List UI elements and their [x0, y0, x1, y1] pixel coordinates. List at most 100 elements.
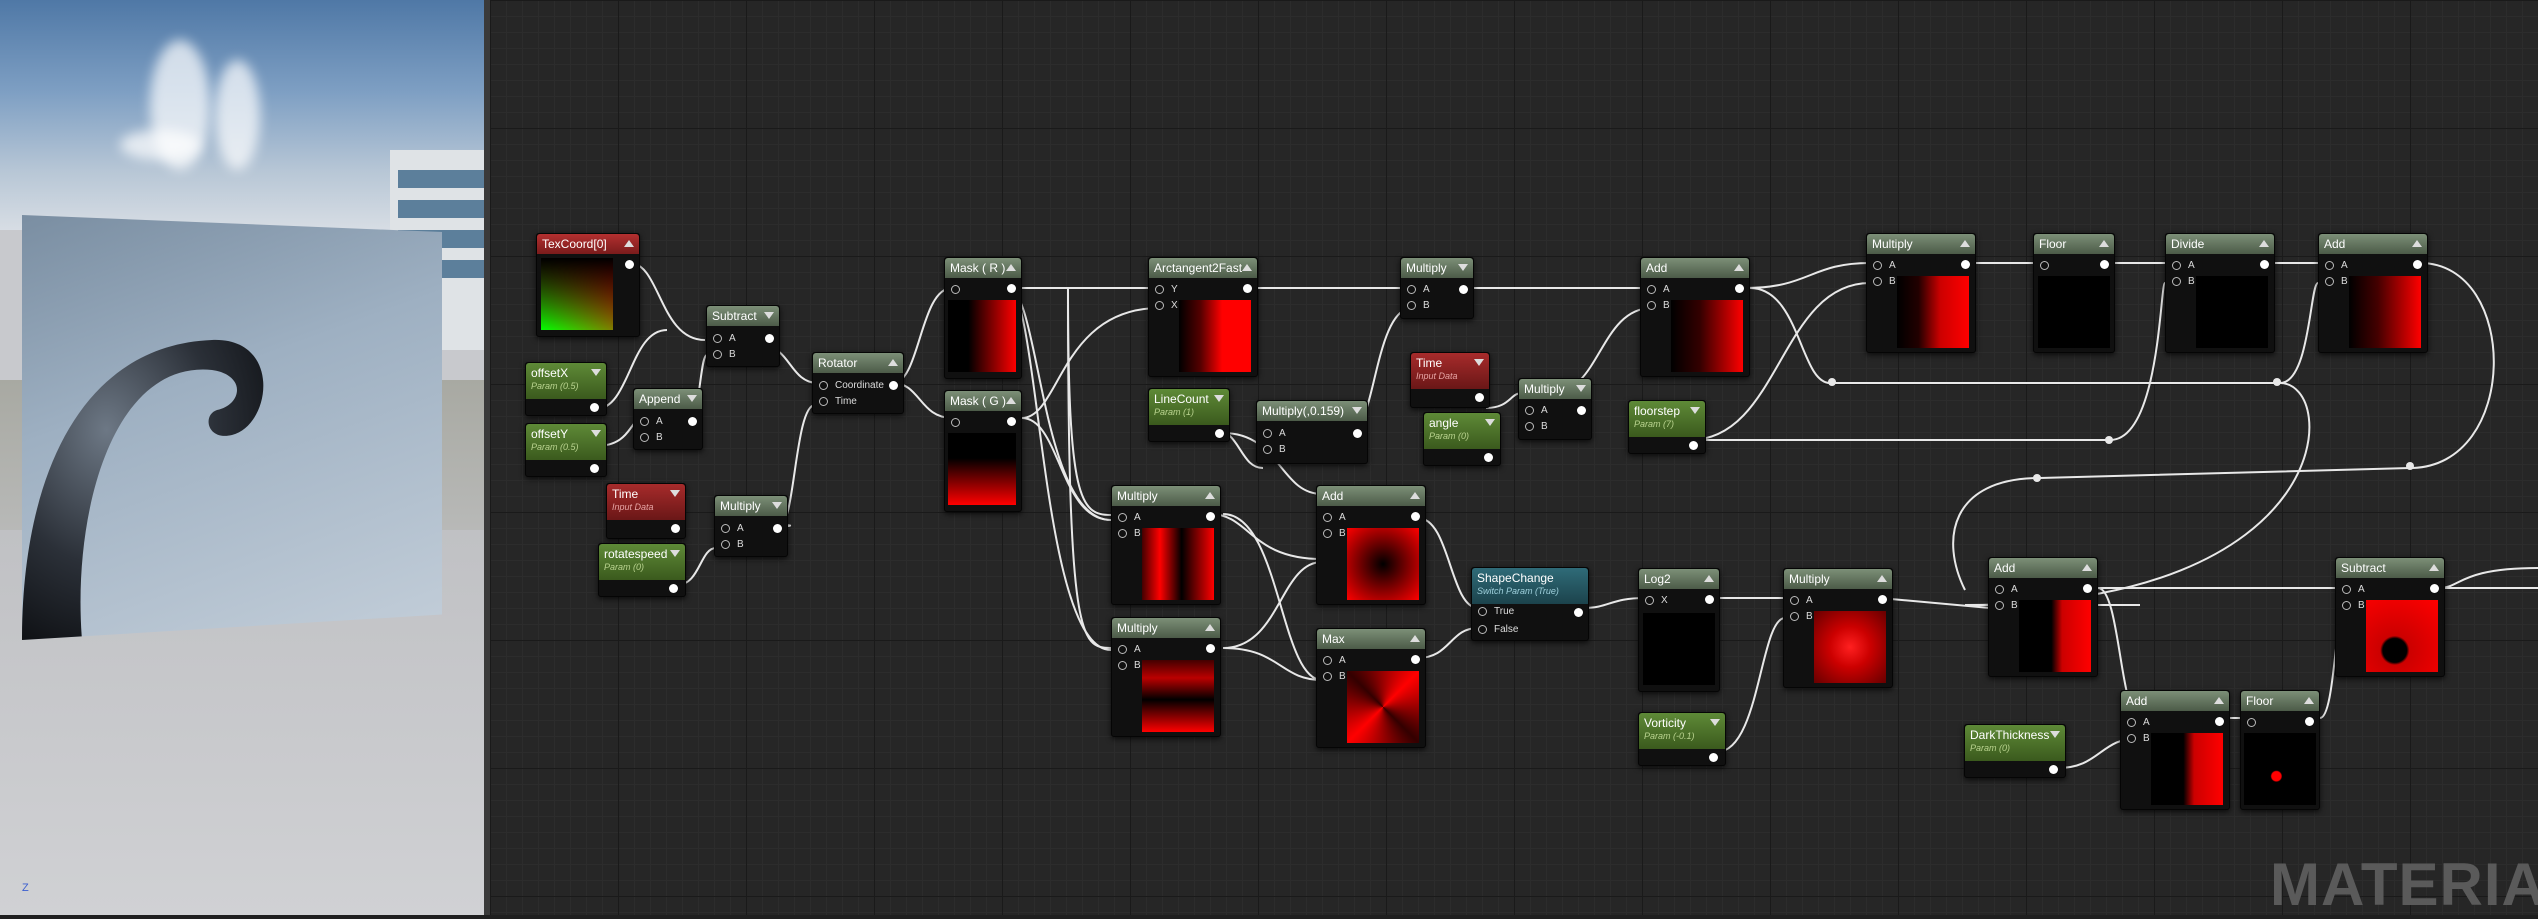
node-header[interactable]: Subtract — [707, 306, 779, 326]
node-texcoord[interactable]: TexCoord[0] — [536, 233, 640, 337]
output-pin[interactable] — [1206, 644, 1215, 653]
node-header[interactable]: Multiply — [715, 496, 787, 516]
input-pin[interactable] — [1790, 595, 1799, 605]
node-header[interactable]: Arctangent2Fast — [1149, 258, 1257, 278]
output-pin[interactable] — [2215, 717, 2224, 726]
collapse-arrow-icon[interactable] — [2412, 240, 2422, 247]
output-pin[interactable] — [1459, 285, 1468, 294]
node-subtract[interactable]: Subtract A B — [706, 305, 780, 367]
output-pin[interactable] — [2413, 260, 2422, 269]
node-header[interactable]: Floor — [2034, 234, 2114, 254]
input-pin[interactable] — [1790, 611, 1799, 621]
node-append[interactable]: Append A B — [633, 388, 703, 450]
output-pin[interactable] — [590, 464, 599, 473]
node-multiply[interactable]: Multiply A B — [1866, 233, 1976, 353]
collapse-arrow-icon[interactable] — [1458, 264, 1468, 271]
input-pin[interactable] — [2247, 717, 2256, 727]
node-add[interactable]: Add A B — [1988, 557, 2098, 677]
preview-viewport[interactable]: Z — [0, 0, 484, 915]
node-mask-g[interactable]: Mask ( G ) — [944, 390, 1022, 512]
node-header[interactable]: Add — [1989, 558, 2097, 578]
input-pin[interactable] — [1118, 528, 1127, 538]
input-pin[interactable] — [1118, 644, 1127, 654]
output-pin[interactable] — [889, 381, 898, 390]
node-header[interactable]: Max — [1317, 629, 1425, 649]
node-header[interactable]: Multiply — [1784, 569, 1892, 589]
node-multiply[interactable]: Multiply A B — [1518, 378, 1592, 440]
node-header[interactable]: Subtract — [2336, 558, 2444, 578]
node-multiply[interactable]: Multiply A B — [1111, 485, 1221, 605]
input-pin[interactable] — [2325, 276, 2334, 286]
output-pin[interactable] — [1215, 429, 1224, 438]
input-pin[interactable] — [1478, 606, 1487, 616]
input-pin[interactable] — [1263, 428, 1272, 438]
node-header[interactable]: Add — [1317, 486, 1425, 506]
collapse-arrow-icon[interactable] — [2214, 697, 2224, 704]
output-pin[interactable] — [1243, 284, 1252, 293]
output-pin[interactable] — [590, 403, 599, 412]
input-pin[interactable] — [1525, 421, 1534, 431]
node-multiply[interactable]: Multiply A B — [714, 495, 788, 557]
node-header[interactable]: Append — [634, 389, 702, 409]
input-pin[interactable] — [819, 380, 828, 390]
input-pin[interactable] — [1995, 600, 2004, 610]
input-pin[interactable] — [1323, 512, 1332, 522]
node-header[interactable]: Log2 — [1639, 569, 1719, 589]
output-pin[interactable] — [2260, 260, 2269, 269]
input-pin[interactable] — [1478, 624, 1487, 634]
collapse-arrow-icon[interactable] — [591, 369, 601, 376]
node-arctangent2fast[interactable]: Arctangent2Fast Y X — [1148, 257, 1258, 377]
input-pin[interactable] — [721, 523, 730, 533]
output-pin[interactable] — [1735, 284, 1744, 293]
collapse-arrow-icon[interactable] — [2429, 564, 2439, 571]
output-pin[interactable] — [2100, 260, 2109, 269]
input-pin[interactable] — [2325, 260, 2334, 270]
output-pin[interactable] — [2049, 765, 2058, 774]
node-add[interactable]: Add A B — [2318, 233, 2428, 353]
material-graph-canvas[interactable] — [490, 0, 2538, 915]
input-pin[interactable] — [1995, 584, 2004, 594]
output-pin[interactable] — [1689, 441, 1698, 450]
collapse-arrow-icon[interactable] — [670, 550, 680, 557]
input-pin[interactable] — [1323, 528, 1332, 538]
collapse-arrow-icon[interactable] — [1205, 624, 1215, 631]
collapse-arrow-icon[interactable] — [1485, 419, 1495, 426]
input-pin[interactable] — [2172, 276, 2181, 286]
output-pin[interactable] — [1577, 406, 1586, 415]
output-pin[interactable] — [1484, 453, 1493, 462]
output-pin[interactable] — [1007, 417, 1016, 426]
node-multiply[interactable]: Multiply A B — [1400, 257, 1474, 319]
node-multiply[interactable]: Multiply A B — [1783, 568, 1893, 688]
input-pin[interactable] — [1155, 284, 1164, 294]
collapse-arrow-icon[interactable] — [2099, 240, 2109, 247]
output-pin[interactable] — [1353, 429, 1362, 438]
node-mask-r[interactable]: Mask ( R ) — [944, 257, 1022, 379]
input-pin[interactable] — [1155, 300, 1164, 310]
input-pin[interactable] — [1407, 284, 1416, 294]
collapse-arrow-icon[interactable] — [2082, 564, 2092, 571]
output-pin[interactable] — [1411, 655, 1420, 664]
node-floor[interactable]: Floor — [2240, 690, 2320, 810]
output-pin[interactable] — [1007, 284, 1016, 293]
output-pin[interactable] — [2083, 584, 2092, 593]
input-pin[interactable] — [640, 416, 649, 426]
output-pin[interactable] — [1411, 512, 1420, 521]
input-pin[interactable] — [1873, 276, 1882, 286]
output-pin[interactable] — [625, 260, 634, 269]
output-pin[interactable] — [2430, 584, 2439, 593]
node-multiply-const[interactable]: Multiply(,0.159) A B — [1256, 400, 1368, 464]
collapse-arrow-icon[interactable] — [624, 240, 634, 247]
node-header[interactable]: Multiply(,0.159) — [1257, 401, 1367, 421]
